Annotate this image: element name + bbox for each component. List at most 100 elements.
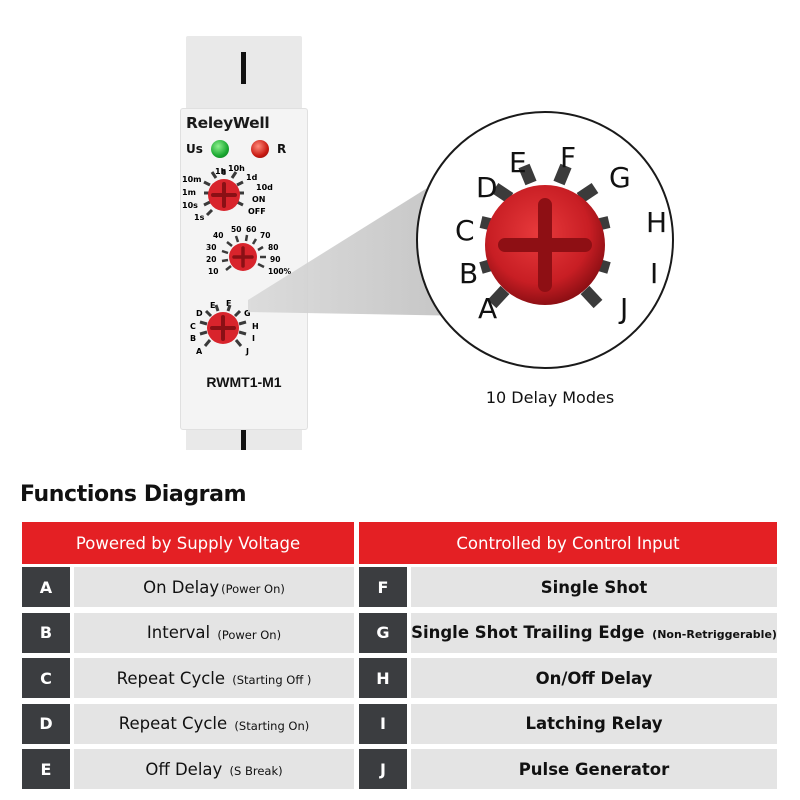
dial-label: 60 — [246, 225, 256, 234]
brand-logo: ReleyWell — [186, 114, 270, 132]
mode-letter-i: I — [650, 257, 658, 290]
left-column-header: Powered by Supply Voltage — [22, 522, 354, 564]
dial-label: 1d — [246, 173, 258, 182]
right-column-header: Controlled by Control Input — [359, 522, 777, 564]
function-code: G — [359, 612, 407, 653]
function-code: E — [22, 749, 70, 789]
function-name: Single Shot — [540, 577, 648, 597]
function-name: Interval — [146, 623, 216, 642]
dial-label: 20 — [206, 255, 216, 264]
function-name: On Delay — [143, 577, 220, 597]
function-description: Pulse Generator — [411, 749, 777, 789]
dial-label: ON — [252, 195, 266, 204]
mode-letters: A B C D E F G H I J — [455, 141, 667, 325]
device-dials: 1h 10h 1d 10m 10d 1m ON 10s OFF 1s 40 50 — [182, 164, 292, 356]
dial-label: 90 — [270, 255, 280, 264]
dial-label: 1h — [215, 167, 227, 176]
function-qualifier: (S Break) — [229, 764, 283, 778]
dial-label: 10 — [208, 267, 218, 276]
mode-letter-j: J — [618, 292, 628, 325]
dial-label: 10h — [228, 164, 245, 173]
dial-label: 10s — [182, 201, 198, 210]
function-name: Single Shot Trailing Edge — [411, 623, 651, 642]
dial-label: D — [196, 309, 203, 318]
function-qualifier: (Power On) — [221, 582, 285, 596]
functions-title: Functions Diagram — [20, 482, 247, 507]
function-code: I — [359, 703, 407, 744]
led-r-label: R — [277, 142, 287, 156]
knob-cross-slot — [498, 198, 592, 292]
dial-label: 40 — [213, 231, 223, 240]
dial-label: I — [252, 334, 255, 343]
function-name: Off Delay — [145, 759, 228, 779]
function-row: F Single Shot — [359, 567, 777, 607]
function-name: Repeat Cycle — [118, 714, 233, 733]
mode-letter-f: F — [560, 141, 576, 174]
function-name: Latching Relay — [525, 714, 663, 733]
function-description: Latching Relay — [411, 703, 777, 744]
dial-label: 1s — [194, 213, 205, 222]
mode-letter-c: C — [455, 214, 475, 247]
dial-label: G — [244, 309, 251, 318]
callout-caption: 10 Delay Modes — [485, 388, 615, 407]
function-description: Repeat Cycle (Starting On) — [74, 703, 354, 744]
mode-letter-a: A — [478, 292, 497, 325]
function-code: H — [359, 658, 407, 698]
function-qualifier: (Non-Retriggerable) — [652, 628, 777, 641]
dial-label: 50 — [231, 225, 241, 234]
model-number: RWMT1-M1 — [206, 374, 282, 390]
function-name: Pulse Generator — [518, 759, 670, 779]
function-description: On/Off Delay — [411, 658, 777, 698]
time-range-dial[interactable]: 1h 10h 1d 10m 10d 1m ON 10s OFF 1s — [182, 164, 273, 222]
dial-label: A — [196, 347, 203, 356]
function-description: Single Shot — [411, 567, 777, 607]
dial-label: F — [226, 299, 231, 308]
percent-dial[interactable]: 40 50 60 70 30 80 20 90 10 100% — [206, 225, 292, 276]
dial-label: 10d — [256, 183, 273, 192]
mode-letter-e: E — [509, 146, 527, 179]
mode-letter-h: H — [646, 206, 667, 239]
function-qualifier: (Power On) — [217, 627, 282, 642]
function-description: Off Delay (S Break) — [74, 749, 354, 789]
dial-label: OFF — [248, 207, 266, 216]
function-code: A — [22, 567, 70, 607]
function-code: C — [22, 658, 70, 698]
dial-label: 10m — [182, 175, 201, 184]
top-slot — [241, 52, 246, 84]
mode-dial[interactable]: E F D G C H B I A J — [190, 299, 259, 356]
function-description: Repeat Cycle (Starting Off ) — [74, 658, 354, 698]
function-name: On/Off Delay — [535, 668, 653, 688]
relay-led-red — [251, 140, 269, 158]
function-code: B — [22, 612, 70, 653]
dial-label: J — [245, 347, 249, 356]
callout-beam — [248, 180, 470, 316]
function-name: Repeat Cycle — [116, 668, 231, 688]
function-row: J Pulse Generator — [359, 749, 777, 789]
dial-label: 100% — [268, 267, 292, 276]
mode-letter-d: D — [476, 171, 498, 204]
dial-label: 30 — [206, 243, 216, 252]
dial-label: 1m — [182, 188, 196, 197]
power-led-green — [211, 140, 229, 158]
function-code: J — [359, 749, 407, 789]
mode-letter-g: G — [609, 161, 631, 194]
mode-letter-b: B — [459, 257, 478, 290]
dial-label: H — [252, 322, 259, 331]
function-row: I Latching Relay — [359, 703, 777, 744]
function-description: Interval (Power On) — [74, 612, 354, 653]
function-qualifier: (Starting Off ) — [232, 673, 312, 687]
function-description: Single Shot Trailing Edge (Non-Retrigger… — [411, 612, 777, 653]
bottom-slot — [241, 426, 246, 450]
zoom-callout: A B C D E F G H I J — [248, 111, 674, 369]
dial-label: C — [190, 322, 196, 331]
function-code: F — [359, 567, 407, 607]
dial-label: E — [210, 301, 215, 310]
function-row: H On/Off Delay — [359, 658, 777, 698]
function-qualifier: (Starting On) — [234, 718, 310, 733]
function-description: On Delay(Power On) — [74, 567, 354, 607]
